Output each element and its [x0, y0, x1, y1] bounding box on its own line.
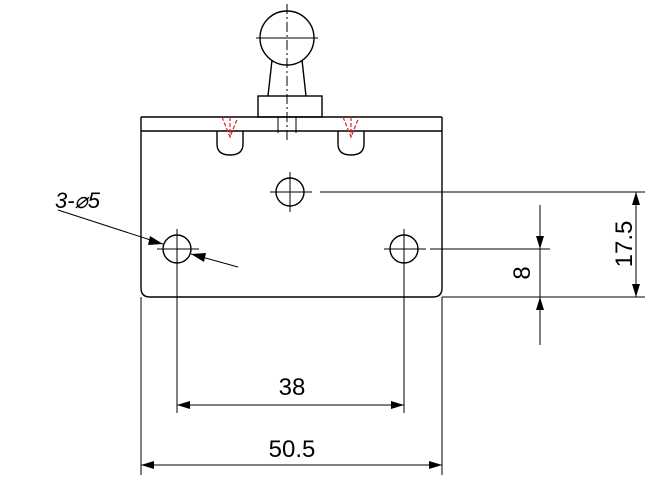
red-marker-left — [221, 116, 239, 139]
dim-label-8: 8 — [509, 266, 536, 279]
dim-label-17-5: 17.5 — [611, 221, 638, 268]
dim-label-50-5: 50.5 — [269, 436, 316, 463]
red-marker-right — [342, 116, 360, 139]
dim-vertical-8: 8 — [509, 205, 544, 345]
callout-label: 3-⌀5 — [55, 188, 101, 213]
hole-top — [270, 172, 312, 212]
dim-horizontal-38: 38 — [177, 374, 404, 409]
hole-callout: 3-⌀5 — [55, 188, 239, 268]
toggle-actuator — [256, 4, 323, 140]
dim-vertical-17-5: 17.5 — [611, 192, 640, 297]
switch-body — [140, 116, 443, 298]
extension-lines-bottom — [140, 264, 443, 475]
dim-horizontal-50-5: 50.5 — [141, 436, 442, 469]
extension-lines-right — [320, 191, 645, 298]
hole-left — [157, 229, 199, 269]
dim-label-38: 38 — [279, 374, 306, 401]
hole-right — [384, 229, 426, 269]
